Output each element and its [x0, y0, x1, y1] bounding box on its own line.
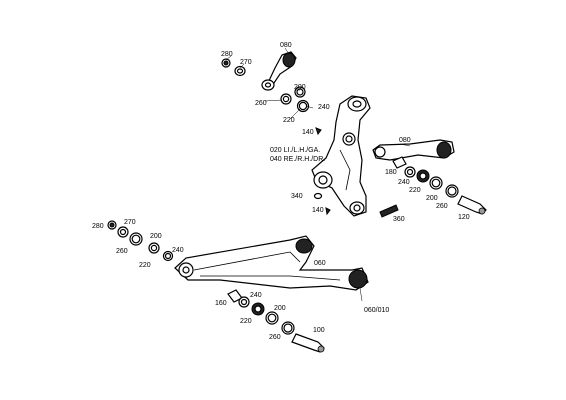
- label-knuckle-140a: 140: [302, 129, 314, 136]
- label-top-270: 270: [240, 59, 252, 66]
- label-bot-200: 200: [274, 305, 286, 312]
- label-arm-060: 060: [314, 260, 326, 267]
- label-left-280: 280: [92, 223, 104, 230]
- lower-control-arm: [174, 235, 369, 291]
- label-top-200: 200: [294, 84, 306, 91]
- label-left-270: 270: [124, 219, 136, 226]
- steering-knuckle: [311, 95, 371, 217]
- label-knuckle-340: 340: [291, 193, 303, 200]
- label-left-220: 220: [139, 262, 151, 269]
- upper-link-right: [372, 139, 455, 161]
- label-right-200: 200: [426, 195, 438, 202]
- label-top-260: 260: [255, 100, 267, 107]
- label-top-240: 240: [318, 104, 330, 111]
- label-right-220: 220: [409, 187, 421, 194]
- label-bot-100: 100: [313, 327, 325, 334]
- label-knuckle-140b: 140: [312, 207, 324, 214]
- upper-link-top: [261, 51, 297, 91]
- right-bushing-stack: [392, 156, 487, 215]
- label-right-120: 120: [458, 214, 470, 221]
- label-bot-220: 220: [240, 318, 252, 325]
- label-knuckle-line2: 040 RE./R.H./DR.: [270, 156, 325, 163]
- label-left-240: 240: [172, 247, 184, 254]
- label-right-260: 260: [436, 203, 448, 210]
- label-bot-260: 260: [269, 334, 281, 341]
- top-washer-stack: [221, 58, 310, 113]
- left-washer-stack: [107, 220, 174, 262]
- label-left-260: 260: [116, 248, 128, 255]
- label-right-180: 180: [385, 169, 397, 176]
- label-left-200: 200: [150, 233, 162, 240]
- label-top-280: 280: [221, 51, 233, 58]
- label-right-080: 080: [399, 137, 411, 144]
- label-top-080: 080: [280, 42, 292, 49]
- leader-lines: [225, 47, 411, 302]
- label-right-240: 240: [398, 179, 410, 186]
- label-knuckle-line1: 020 LI./L.H./GA.: [270, 147, 320, 154]
- knuckle-small-parts: [313, 127, 399, 218]
- label-arm-060-010: 060/010: [364, 307, 389, 314]
- label-top-220: 220: [283, 117, 295, 124]
- bottom-bushing-stack: [227, 289, 325, 353]
- part-labels: 280 270 080 200 260 240 220 140 020 LI./…: [92, 42, 470, 341]
- label-bot-240: 240: [250, 292, 262, 299]
- label-bot-160: 160: [215, 300, 227, 307]
- label-knuckle-360: 360: [393, 216, 405, 223]
